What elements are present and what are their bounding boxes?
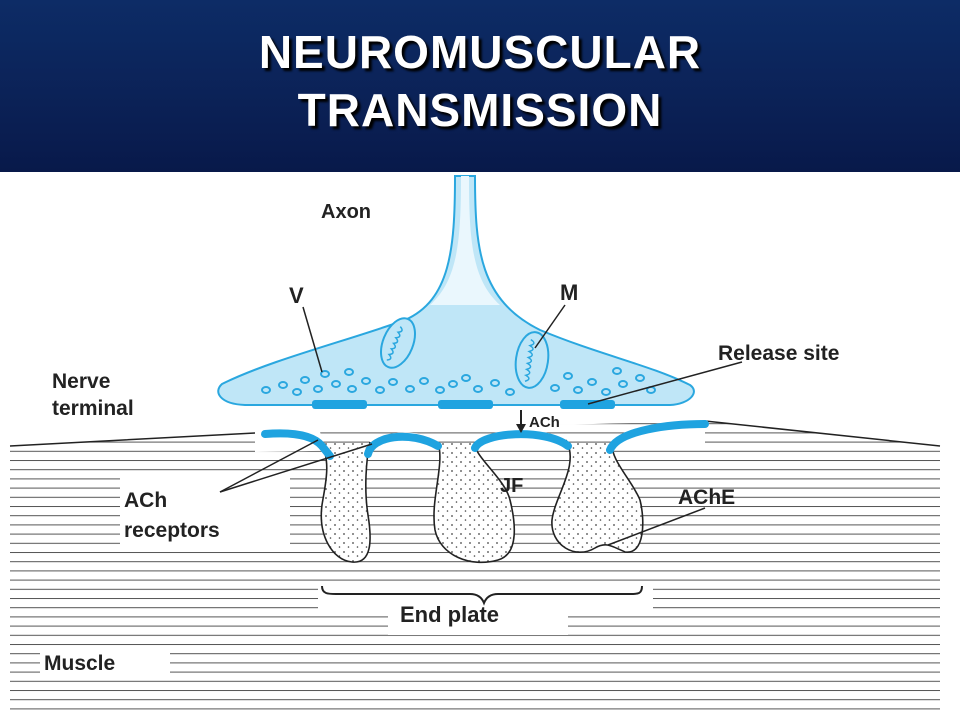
ach-receptor-band-3 [471,430,572,452]
junctional-fold-2 [433,441,516,564]
label-ach-receptors-2: receptors [124,519,220,542]
leader-lines [219,304,743,546]
label-nerve-terminal-1: Nerve [52,370,110,393]
mitochondrion-2 [514,331,550,389]
junctional-fold-1 [319,439,371,563]
synaptic-vesicles [261,367,656,396]
label-release-site: Release site [718,342,839,365]
release-site-1 [312,400,367,409]
neuromuscular-junction-diagram: Axon V M Release site Nerve terminal ACh… [9,175,941,712]
junctional-fold-3 [551,439,644,553]
label-jf: JF [500,475,523,497]
end-plate-brace [321,585,643,606]
label-muscle: Muscle [44,652,115,675]
ach-receptor-band-1 [261,429,334,460]
page-title-line-1: NEUROMUSCULAR [258,26,702,78]
label-ache: AChE [678,486,735,509]
label-nerve-terminal-2: terminal [52,397,134,420]
muscle-label-bg [40,646,170,678]
label-mitochondrion: M [560,280,578,305]
end-plate-text-bg [388,593,568,635]
ach-receptor-band-4 [606,420,709,454]
ach-receptor-band-2 [364,432,442,458]
mitochondrion-1 [380,317,416,369]
axon-core [430,176,500,305]
page-title-line-2: TRANSMISSION [297,84,663,136]
label-axon: Axon [321,201,371,223]
ach-release-arrow [516,410,526,433]
label-end-plate: End plate [400,602,499,627]
release-site-2 [438,400,493,409]
label-ach: ACh [529,414,560,431]
release-site-3 [560,400,615,409]
title-banner: NEUROMUSCULAR TRANSMISSION [0,0,960,172]
ach-receptors-label-bg [120,478,290,548]
label-vesicles: V [289,283,304,308]
muscle-surface-line [9,420,941,447]
label-ach-receptors-1: ACh [124,489,167,512]
